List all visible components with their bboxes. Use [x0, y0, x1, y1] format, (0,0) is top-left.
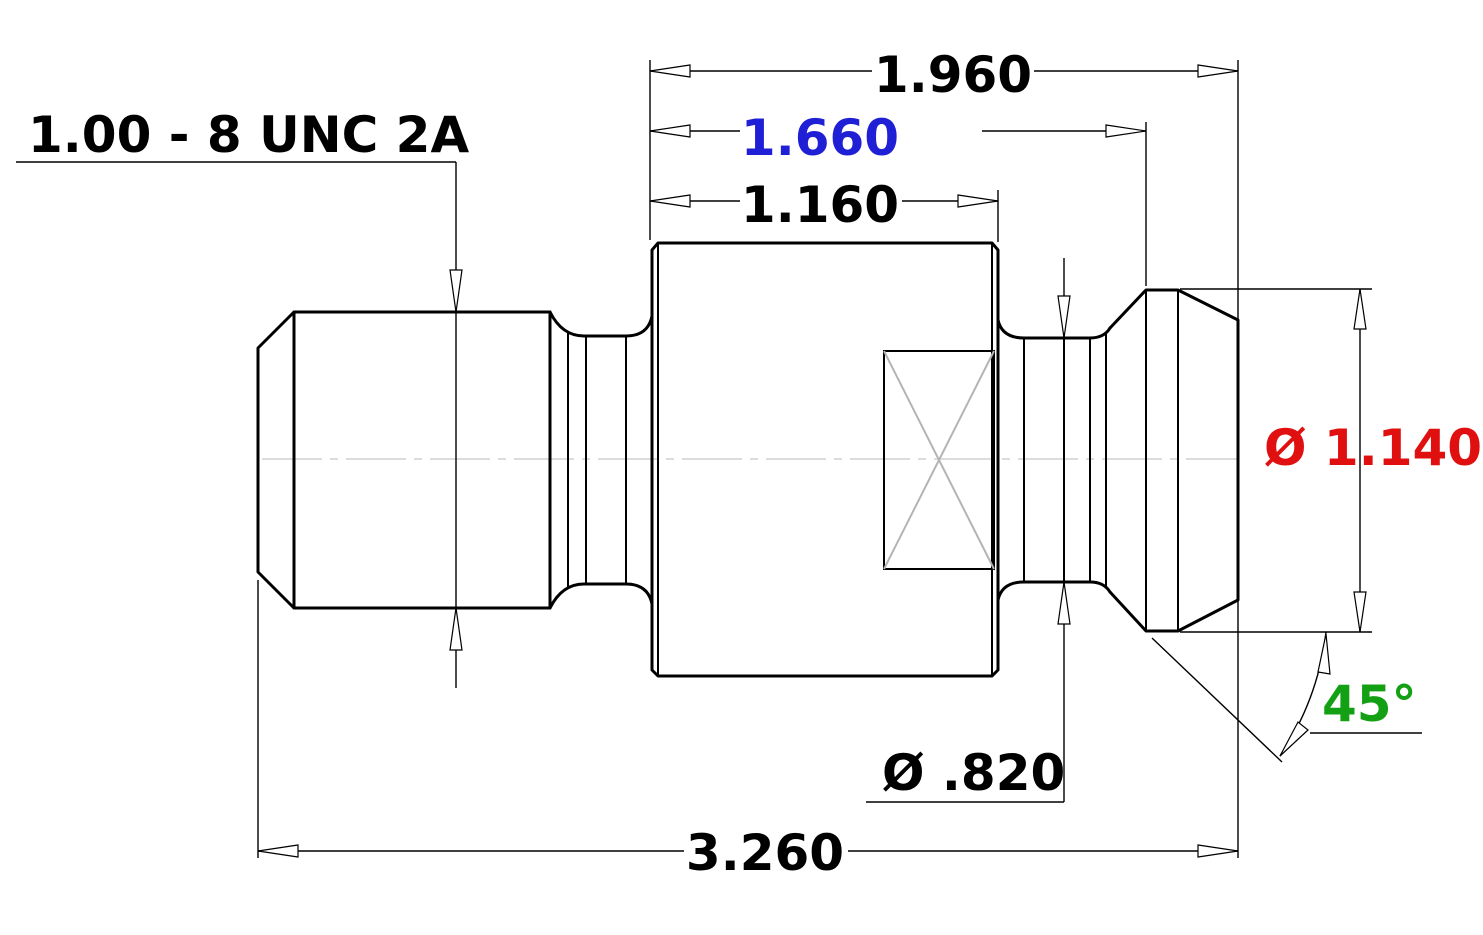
dimension-lines: [16, 70, 1422, 852]
extension-lines: [257, 60, 1372, 858]
dimension-3260-text: 3.260: [686, 824, 844, 882]
threaded-section: [256, 310, 552, 610]
dimension-1160-text: 1.160: [741, 176, 899, 234]
thread-callout-text: 1.00 - 8 UNC 2A: [28, 106, 469, 164]
flange: [1108, 288, 1240, 633]
dimension-1960-text: 1.960: [874, 46, 1032, 104]
chamfer-angle-text: 45°: [1322, 675, 1417, 733]
dimension-1660-text: 1.660: [741, 109, 899, 167]
neck-diameter-text: Ø .820: [882, 744, 1065, 802]
flange-diameter-text: Ø 1.140: [1264, 419, 1482, 477]
wrench-flat-diagonal-2: [883, 350, 995, 570]
wrench-flat: [883, 350, 995, 570]
undercut-left: [548, 310, 654, 610]
arrowheads: [257, 64, 1367, 858]
neck: [996, 318, 1112, 602]
